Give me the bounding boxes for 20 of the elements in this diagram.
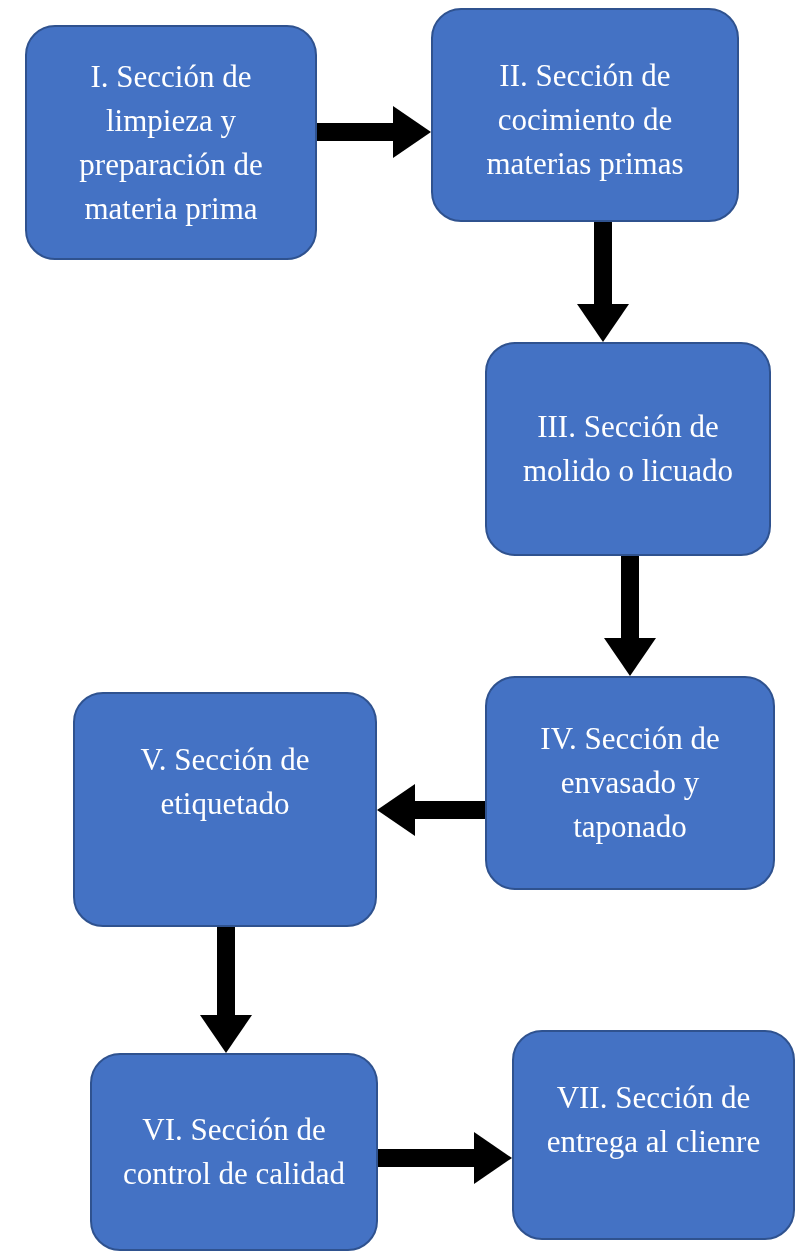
process-box xyxy=(73,692,377,927)
process-box xyxy=(25,25,317,260)
step-label: I. Sección de limpieza y preparación de materia prima xyxy=(78,57,264,228)
process-box xyxy=(485,342,771,556)
step-label: IV. Sección de envasado y taponado xyxy=(539,720,721,846)
block-arrow xyxy=(577,222,629,342)
step-label: V. Sección de etiquetado xyxy=(139,741,311,823)
process-box xyxy=(512,1030,795,1240)
block-arrow xyxy=(604,556,656,676)
step-label: II. Sección de cocimiento de materias primas xyxy=(485,57,685,183)
block-arrow xyxy=(378,1132,512,1184)
process-box xyxy=(485,676,775,890)
process-box xyxy=(90,1053,378,1251)
step-label: VII. Sección de entrega al clienre xyxy=(545,1079,762,1161)
block-arrow xyxy=(200,927,252,1053)
step-label: III. Sección de molido o licuado xyxy=(521,408,735,490)
block-arrow xyxy=(377,784,485,836)
process-box xyxy=(431,8,739,222)
block-arrow xyxy=(317,106,431,158)
step-label: VI. Sección de control de calidad xyxy=(121,1111,347,1193)
